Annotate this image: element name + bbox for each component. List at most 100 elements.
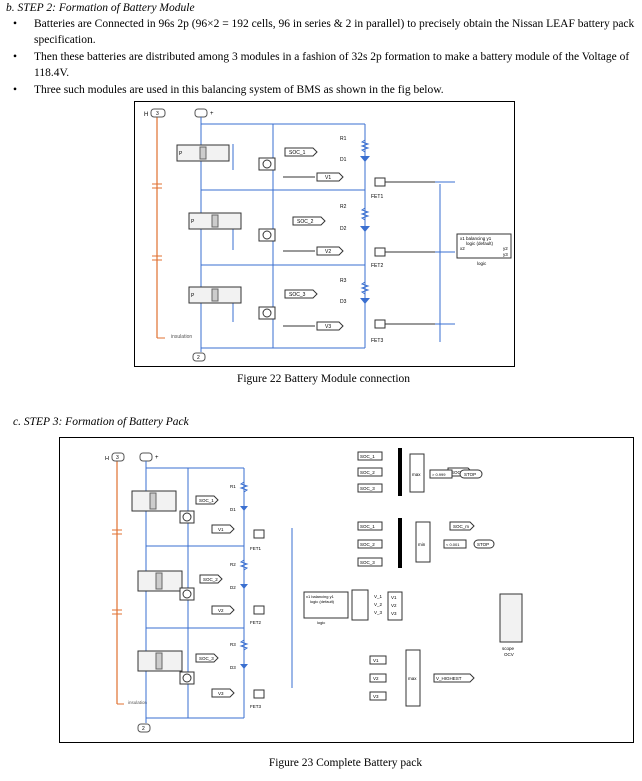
- demux-block: [351, 589, 369, 621]
- r2-label: R2: [340, 204, 347, 210]
- balancing-logic-block: x1 balancing y1 logic (default) logic V_…: [303, 589, 403, 625]
- bullet-item-1: • Batteries are Connected in 96s 2p (96×…: [13, 17, 635, 49]
- port-minus: [192, 352, 206, 362]
- battery-module-3: [137, 650, 183, 672]
- stop-label: STOP: [477, 542, 489, 547]
- battery-module-2: P: [188, 212, 242, 230]
- fet-icon: [253, 529, 265, 699]
- cmp-lo-label: < 0.001: [446, 542, 460, 547]
- port-minus-num: 2: [197, 355, 200, 361]
- logic-y3: y3: [503, 252, 508, 257]
- bullet-dot: •: [13, 18, 18, 30]
- r1-label: R1: [340, 136, 347, 142]
- soc-min-group: SOC_1 SOC_2 SOC_3 min SOC_m < 0.001 STOP: [357, 518, 495, 568]
- port-plus: [139, 452, 153, 462]
- cell-p-label: P: [179, 151, 183, 157]
- y2-label: V_2: [374, 602, 383, 607]
- d3-label: D3: [340, 299, 347, 305]
- v-tag-2: V2: [316, 246, 344, 256]
- mux-soc-2: SOC_2: [360, 470, 375, 475]
- capacitor-icon: [152, 183, 162, 261]
- resistor-icon: [239, 481, 249, 651]
- max-label: max: [412, 472, 421, 477]
- port-plus-label: +: [210, 111, 214, 117]
- v-highest-group: V1 V2 V3 max V_HIGHEST: [369, 649, 475, 707]
- max-label: max: [408, 676, 417, 681]
- v-tag-3: V3: [316, 321, 344, 331]
- soc-tag-1: SOC_1: [195, 495, 219, 505]
- arrows: [283, 176, 315, 327]
- bullet-text: Batteries are Connected in 96s 2p (96×2 …: [34, 18, 635, 46]
- diode-icon: [240, 506, 248, 669]
- port-h: [111, 452, 125, 462]
- v-tag-1: V1: [316, 172, 344, 182]
- soc-tag-label: SOC_2: [203, 577, 218, 582]
- wiring: [200, 117, 455, 352]
- soc-m-label: SOC_M: [451, 470, 467, 475]
- stop-label: STOP: [464, 472, 476, 477]
- v-tag-label: V1: [218, 527, 224, 532]
- scope-block: scope OCV: [499, 593, 523, 657]
- fet3-label: FET3: [250, 704, 261, 709]
- logic-line-2: logic (default): [310, 599, 335, 604]
- figure-22-battery-module: H 3 + 2 insulation P P P: [134, 101, 515, 367]
- mux-soc-2: SOC_2: [360, 542, 375, 547]
- y1-label: V_1: [374, 594, 383, 599]
- soc-tag-label: SOC_3: [199, 656, 214, 661]
- mux-soc-1: SOC_1: [360, 524, 375, 529]
- d3-label: D3: [230, 665, 236, 670]
- fet1-label: FET1: [371, 194, 383, 200]
- logic-line-2: logic (default): [466, 241, 494, 246]
- v-tag-3: V3: [211, 688, 235, 698]
- logic-line-1: x1 balancing y1: [460, 236, 492, 241]
- v-tag-2: V2: [211, 605, 235, 615]
- balancing-logic-block: x1 balancing y1 logic (default) x2 y2 y3…: [456, 233, 512, 266]
- bullet-dot: •: [13, 51, 18, 63]
- battery-module-1: P: [176, 144, 230, 162]
- v-tag-label: V3: [325, 324, 331, 330]
- out-v1: V1: [391, 595, 397, 600]
- r3-label: R3: [340, 278, 347, 284]
- d2-label: D2: [340, 226, 347, 232]
- bullet-item-2: • Then these batteries are distributed a…: [13, 50, 635, 82]
- port-minus: [137, 723, 151, 733]
- fet1-label: FET1: [250, 546, 261, 551]
- logic-label: logic: [477, 261, 487, 266]
- soc-tag-2: SOC_2: [292, 216, 326, 226]
- bullet-text: Three such modules are used in this bala…: [34, 84, 444, 96]
- capacitor-icon: [112, 529, 122, 615]
- figure-23-caption: Figure 23 Complete Battery pack: [268, 757, 423, 769]
- v-tag-1: V1: [211, 524, 235, 534]
- port-h-label: H: [105, 456, 109, 462]
- logic-label: logic: [317, 620, 325, 625]
- fet-icon: [374, 177, 386, 329]
- stop-block: [473, 539, 495, 549]
- logic-x2: x2: [460, 246, 465, 251]
- out-v2: V2: [391, 603, 397, 608]
- battery-module-2: [137, 570, 183, 592]
- stop-block: [459, 469, 483, 479]
- resistor-icon: [360, 139, 370, 295]
- mux-soc-3: SOC_3: [360, 486, 375, 491]
- port-h-num: 3: [116, 455, 119, 461]
- soc-max-group: SOC_1 SOC_2 SOC_3 max SOC_M > 0.999 STOP: [357, 448, 483, 496]
- figure-22-caption: Figure 22 Battery Module connection: [236, 373, 411, 385]
- battery-module-3: P: [188, 286, 242, 304]
- cmp-hi-label: > 0.999: [432, 472, 446, 477]
- cell-p-label: P: [191, 219, 195, 225]
- insulation-label: insulation: [171, 334, 192, 340]
- d1-label: D1: [340, 157, 347, 163]
- mux-soc-1: SOC_1: [360, 454, 375, 459]
- bullet-text: Then these batteries are distributed amo…: [34, 51, 630, 79]
- mux-bar: [398, 448, 402, 496]
- mux-v2: V2: [373, 676, 379, 681]
- voltage-sensor-icon: [179, 510, 195, 685]
- port-h-num: 3: [156, 111, 159, 117]
- v-highest-label: V_HIGHEST: [436, 676, 462, 681]
- r2-label: R2: [230, 562, 236, 567]
- y3-label: V_3: [374, 610, 383, 615]
- port-h-label: H: [144, 112, 148, 118]
- fet-control-lines: [385, 181, 435, 325]
- logic-line-1: x1 balancing y1: [306, 594, 335, 599]
- r3-label: R3: [230, 642, 236, 647]
